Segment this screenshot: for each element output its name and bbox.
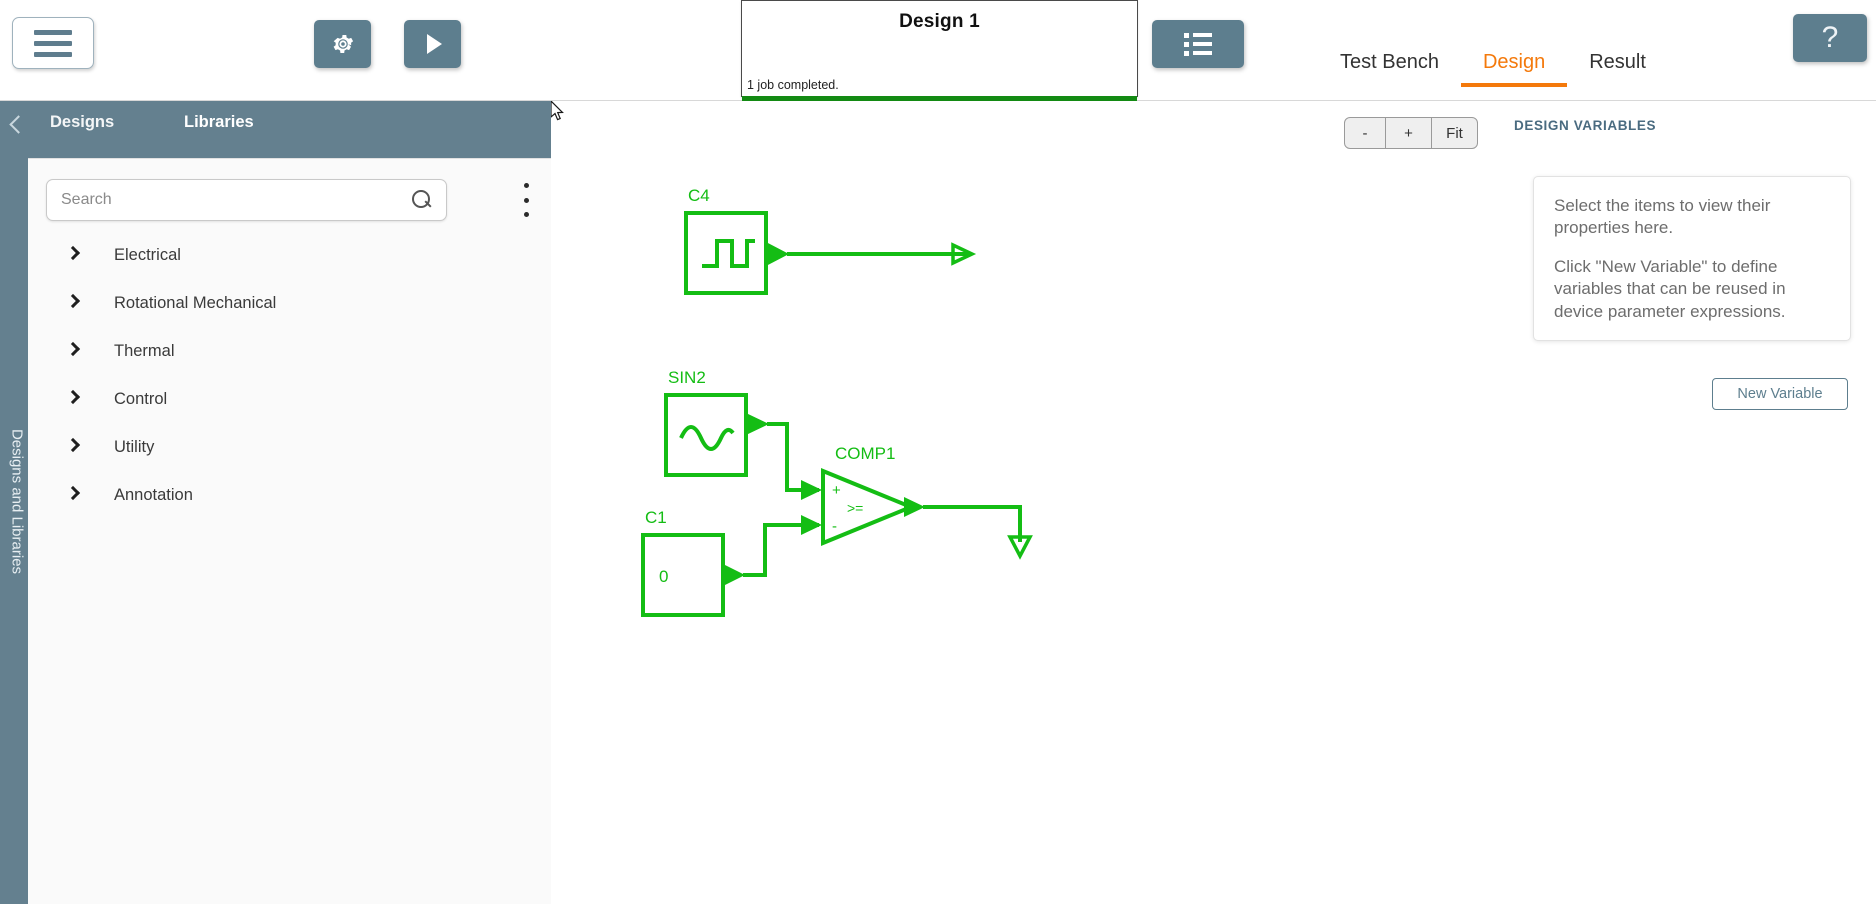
wire-comp1-out <box>923 505 1022 542</box>
hint-text-select-items: Select the items to view their propertie… <box>1554 196 1771 238</box>
zoom-fit-button[interactable]: Fit <box>1446 124 1463 142</box>
schematic-diagram: C4 SIN2 C1 COMP1 0 + - >= <box>641 186 1033 617</box>
block-c4-body <box>684 211 768 295</box>
search-input[interactable] <box>61 180 391 220</box>
panel-tab-designs[interactable]: Designs <box>50 113 115 131</box>
settings-button[interactable] <box>314 20 371 68</box>
help-button[interactable]: ? <box>1793 14 1867 62</box>
chevron-right-icon <box>65 245 81 261</box>
sidebar-item-rotational-mechanical[interactable]: Rotational Mechanical <box>28 279 551 327</box>
design-job-card[interactable]: Design 1 1 job completed. <box>741 0 1138 103</box>
port-c1-out <box>723 564 745 586</box>
sidebar-item-thermal[interactable]: Thermal <box>28 327 551 375</box>
top-toolbar: Design 1 1 job completed. Test Bench Des… <box>0 0 1876 103</box>
main-menu-button[interactable] <box>12 17 94 69</box>
tab-test-bench[interactable]: Test Bench <box>1340 51 1439 73</box>
block-value-c1: 0 <box>659 567 668 586</box>
category-label: Control <box>114 389 168 408</box>
category-label: Rotational Mechanical <box>114 293 277 312</box>
design-card-title: Design 1 <box>899 11 980 32</box>
main-tabs: Test Bench Design Result <box>1318 52 1668 87</box>
block-sin2-body <box>664 393 748 477</box>
comp1-plus-label: + <box>832 482 841 499</box>
sidebar-item-utility[interactable]: Utility <box>28 423 551 471</box>
panel-tab-libraries[interactable]: Libraries <box>184 113 254 131</box>
play-icon <box>426 34 442 54</box>
gear-icon <box>333 35 353 53</box>
wire-sin2-to-comp1 <box>767 422 819 492</box>
block-label-c4: C4 <box>688 186 710 205</box>
sidebar-item-control[interactable]: Control <box>28 375 551 423</box>
tab-result[interactable]: Result <box>1589 51 1646 73</box>
block-label-comp1: COMP1 <box>835 444 895 463</box>
design-variables-hint-card: Select the items to view their propertie… <box>1533 176 1851 341</box>
left-panel-header: Designs Libraries <box>28 101 551 158</box>
category-label: Thermal <box>114 341 175 360</box>
list-view-icon <box>1184 32 1212 56</box>
terminal-c4-output <box>951 242 977 266</box>
library-category-list: Electrical Rotational Mechanical Thermal… <box>28 231 551 519</box>
chevron-right-icon <box>65 293 81 309</box>
hamburger-icon <box>34 29 72 57</box>
block-c1-body <box>641 533 725 617</box>
arrow-comp1-minus-in <box>801 515 822 535</box>
tab-design[interactable]: Design <box>1460 52 1568 87</box>
new-variable-button[interactable]: New Variable <box>1712 378 1848 410</box>
chevron-right-icon <box>65 485 81 501</box>
terminal-comp1-output <box>1007 535 1033 560</box>
zoom-in-button[interactable]: + <box>1386 118 1432 148</box>
search-row <box>28 159 551 231</box>
left-panel-body: Electrical Rotational Mechanical Thermal… <box>28 158 551 904</box>
hint-text-new-variable: Click "New Variable" to define variables… <box>1554 256 1786 321</box>
block-label-c1: C1 <box>645 508 667 527</box>
sine-wave-icon <box>679 425 735 451</box>
port-comp1-out <box>904 497 925 517</box>
sidebar-item-electrical[interactable]: Electrical <box>28 231 551 279</box>
design-variables-title: DESIGN VARIABLES <box>1514 118 1657 133</box>
chevron-right-icon <box>65 341 81 357</box>
chevron-right-icon <box>65 437 81 453</box>
rail-label: Designs and Libraries <box>8 428 26 575</box>
design-card-status: 1 job completed. <box>747 78 839 92</box>
category-label: Electrical <box>114 245 181 264</box>
port-c4-out <box>766 242 789 266</box>
zoom-out-button[interactable]: - <box>1345 118 1386 148</box>
sidebar-item-annotation[interactable]: Annotation <box>28 471 551 519</box>
left-panel: Designs Libraries Electrical <box>28 101 551 904</box>
design-variables-panel: DESIGN VARIABLES Select the items to vie… <box>1500 101 1876 904</box>
search-box[interactable] <box>46 179 447 221</box>
search-icon[interactable] <box>412 190 432 210</box>
category-label: Annotation <box>114 485 193 504</box>
arrow-comp1-plus-in <box>801 480 822 500</box>
zoom-controls: - + Fit <box>1344 117 1478 149</box>
port-sin2-out <box>746 413 769 435</box>
category-label: Utility <box>114 437 155 456</box>
comp1-minus-label: - <box>832 518 837 535</box>
list-view-button[interactable] <box>1152 20 1244 68</box>
run-button[interactable] <box>404 20 461 68</box>
question-mark-icon: ? <box>1821 21 1839 54</box>
comp1-operator-label: >= <box>847 500 863 516</box>
designs-libraries-rail[interactable]: Designs and Libraries <box>0 101 28 904</box>
pulse-wave-icon <box>702 239 755 268</box>
wire-c1-to-comp1 <box>743 523 819 577</box>
block-label-sin2: SIN2 <box>668 368 706 387</box>
kebab-menu-icon[interactable] <box>522 183 530 217</box>
chevron-right-icon <box>65 389 81 405</box>
design-card-progress-bar <box>742 96 1137 103</box>
chevron-left-icon[interactable] <box>6 115 26 135</box>
block-comp1-body <box>821 468 917 546</box>
